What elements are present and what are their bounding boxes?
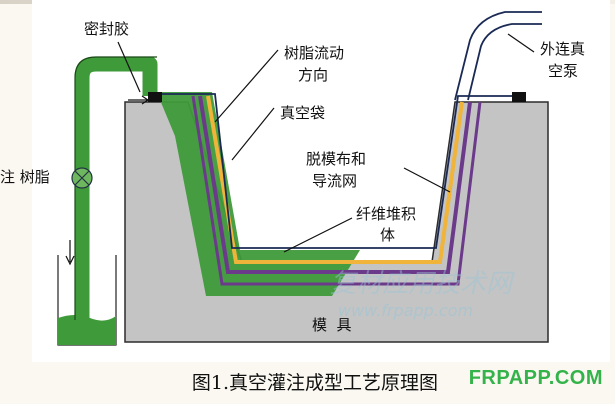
figure-caption: 图1.真空灌注成型工艺原理图: [191, 372, 439, 394]
label-pump-2: 空泵: [548, 62, 579, 80]
label-fiber-1: 纤维堆积: [356, 205, 417, 223]
label-resin-flow-2: 方向: [298, 66, 329, 84]
label-vacuum-bag: 真空袋: [280, 104, 326, 122]
label-sealant: 密封胶: [84, 20, 130, 38]
label-release-1: 脱模布和: [306, 150, 367, 168]
label-mold: 模 具: [312, 316, 352, 334]
vacuum-line: [454, 11, 542, 101]
resin-pool: [58, 315, 116, 345]
release-callout: [403, 167, 451, 193]
bag-callout: [231, 107, 275, 161]
label-fiber-2: 体: [380, 226, 396, 244]
label-resin-flow-1: 树脂流动: [284, 44, 345, 62]
resin-laminate: [150, 92, 360, 296]
sealant-right: [512, 92, 526, 102]
label-resin-in: 注 树脂: [0, 168, 50, 186]
fiber-callout: [283, 217, 353, 253]
flow-direction-callout: [214, 49, 279, 123]
sealant-left: [148, 92, 162, 102]
release-cloth: [206, 95, 464, 264]
label-release-2: 导流网: [312, 172, 358, 190]
sealant-callout: [117, 41, 141, 93]
watermark-url: www.frpapp.com: [338, 301, 473, 320]
label-pump-1: 外连真: [540, 40, 586, 58]
pump-callout: [507, 33, 535, 53]
fiber-stack: [198, 95, 472, 274]
watermark-cn: 复材应用技术网: [330, 269, 515, 299]
brand-logo: FRPAPP.COM: [468, 367, 603, 389]
resin-feed-pipe: [74, 56, 158, 320]
vacuum-bag: [155, 93, 518, 249]
